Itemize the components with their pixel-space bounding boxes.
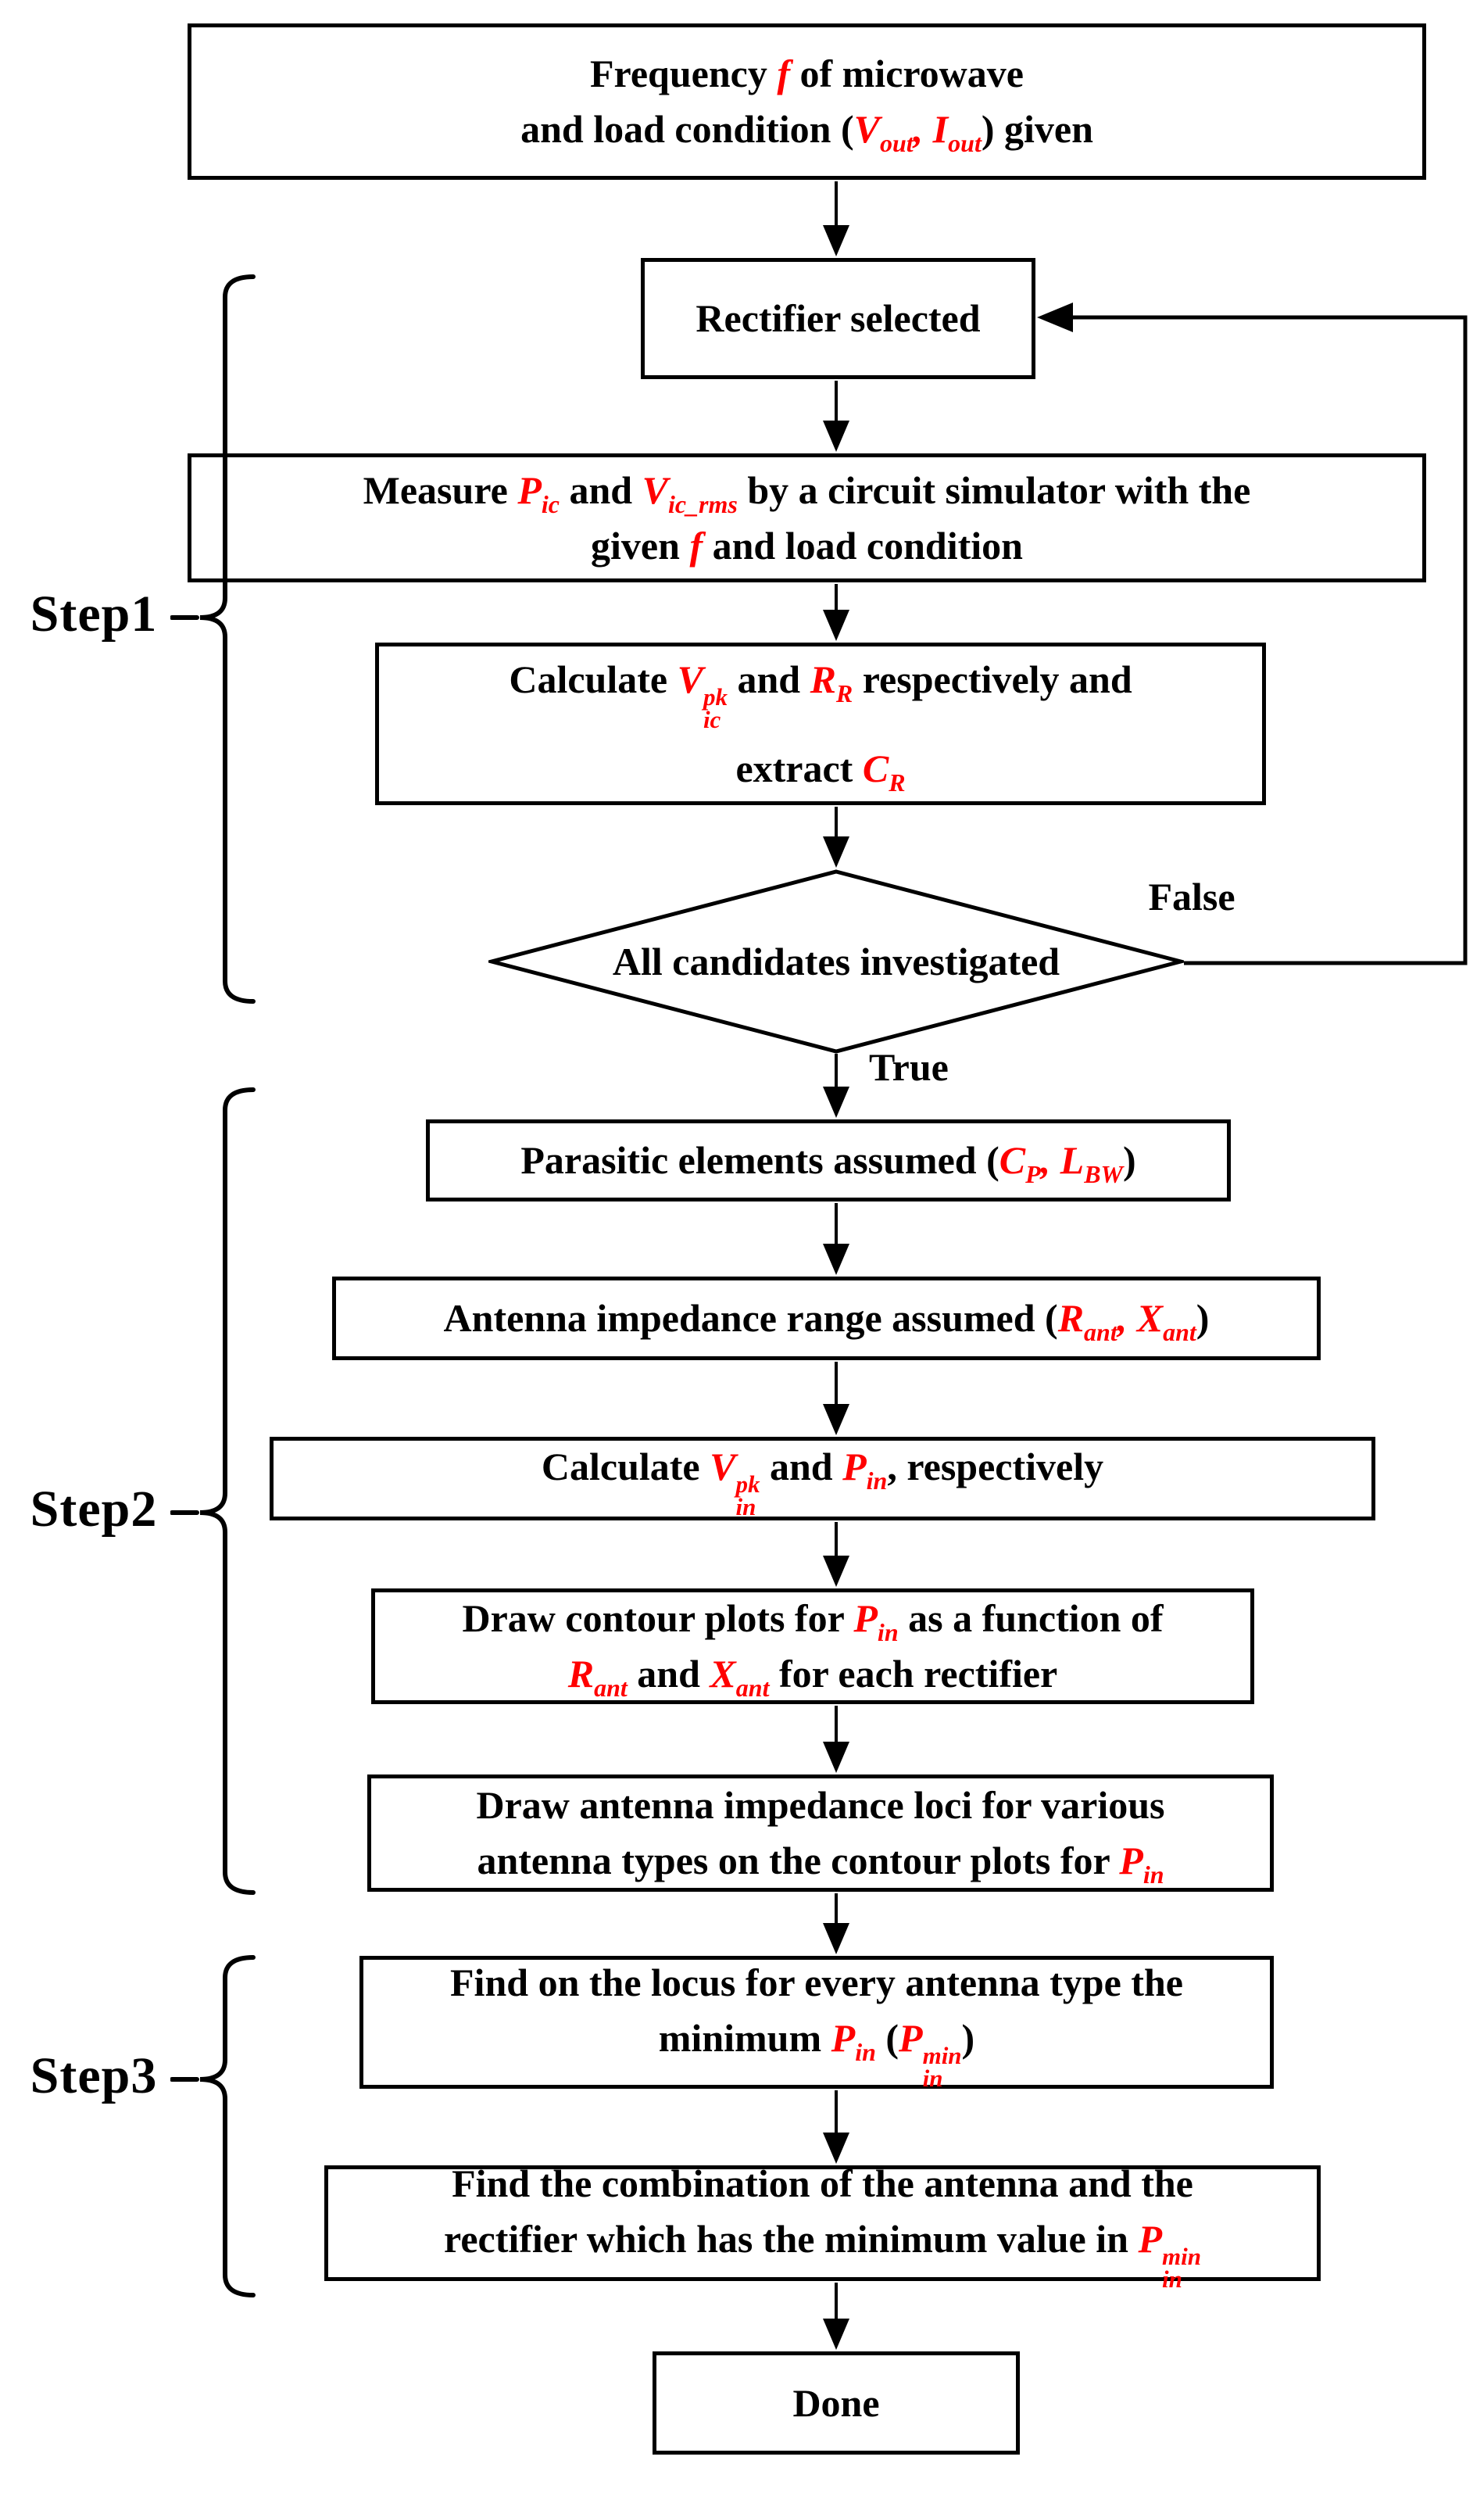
node-rectifier-label: Rectifier selected bbox=[696, 296, 981, 340]
node-start-line1: Frequency f of microwave bbox=[590, 52, 1024, 95]
flow-arrow-3 bbox=[822, 584, 850, 641]
node-impedance-loci: Draw antenna impedance loci for various … bbox=[367, 1774, 1274, 1892]
node-parasitic: Parasitic elements assumed (CP, LBW) bbox=[426, 1119, 1231, 1201]
node-find-combination-line1: Find the combination of the antenna and … bbox=[452, 2161, 1193, 2205]
node-start: Frequency f of microwave and load condit… bbox=[188, 23, 1426, 180]
node-done-label: Done bbox=[792, 2380, 880, 2425]
flow-arrow-11 bbox=[822, 2090, 850, 2164]
node-measure: Measure Pic and Vic_rms by a circuit sim… bbox=[188, 453, 1426, 582]
decision-diamond-shape bbox=[488, 869, 1184, 1054]
node-antenna-impedance-label: Antenna impedance range assumed (Rant, X… bbox=[443, 1296, 1210, 1347]
step1-label: Step1 bbox=[30, 586, 158, 643]
flow-arrow-7 bbox=[822, 1362, 850, 1435]
node-find-combination-line2: rectifier which has the minimum value in… bbox=[444, 2216, 1201, 2294]
node-contour-plots: Draw contour plots for Pin as a function… bbox=[371, 1588, 1254, 1704]
flow-arrow-6 bbox=[822, 1203, 850, 1275]
decision-label: All candidates investigated bbox=[612, 940, 1060, 983]
node-start-line2: and load condition (Vout, Iout) given bbox=[520, 107, 1093, 158]
step3-label: Step3 bbox=[30, 2047, 158, 2104]
node-measure-line1: Measure Pic and Vic_rms by a circuit sim… bbox=[363, 467, 1251, 518]
flow-arrow-4 bbox=[822, 807, 850, 868]
node-find-combination: Find the combination of the antenna and … bbox=[324, 2161, 1321, 2291]
false-loop-arrowhead bbox=[1037, 303, 1073, 332]
step3-brace bbox=[170, 1955, 256, 2297]
flow-arrow-12 bbox=[822, 2283, 850, 2350]
node-find-minimum-line1: Find on the locus for every antenna type… bbox=[450, 1960, 1183, 2004]
node-rectifier-selected: Rectifier selected bbox=[641, 258, 1035, 379]
node-decision-all-candidates: All candidates investigated bbox=[488, 869, 1184, 1054]
node-loci-line1: Draw antenna impedance loci for various bbox=[476, 1783, 1165, 1827]
flow-arrow-5 bbox=[822, 1054, 850, 1118]
step1-brace bbox=[170, 274, 256, 1004]
node-contour-line1: Draw contour plots for Pin as a function… bbox=[462, 1596, 1164, 1647]
flow-arrow-8 bbox=[822, 1522, 850, 1587]
flow-arrow-2 bbox=[822, 381, 850, 452]
node-antenna-impedance: Antenna impedance range assumed (Rant, X… bbox=[332, 1277, 1321, 1360]
true-label: True bbox=[869, 1045, 949, 1089]
flow-arrow-9 bbox=[822, 1706, 850, 1773]
node-measure-line2: given f and load condition bbox=[591, 523, 1023, 568]
node-done: Done bbox=[653, 2351, 1020, 2455]
false-label: False bbox=[1148, 875, 1235, 919]
node-loci-line2: antenna types on the contour plots for P… bbox=[477, 1839, 1164, 1889]
node-find-minimum-pin: Find on the locus for every antenna type… bbox=[359, 1956, 1274, 2093]
flow-arrow-1 bbox=[822, 181, 850, 256]
node-parasitic-label: Parasitic elements assumed (CP, LBW) bbox=[520, 1138, 1136, 1189]
node-contour-line2: Rant and Xant for each rectifier bbox=[567, 1652, 1058, 1703]
step2-brace bbox=[170, 1087, 256, 1895]
flow-arrow-10 bbox=[822, 1893, 850, 1954]
step2-label: Step2 bbox=[30, 1481, 158, 1538]
node-calculate-vic-line2: extract CR bbox=[735, 746, 906, 797]
